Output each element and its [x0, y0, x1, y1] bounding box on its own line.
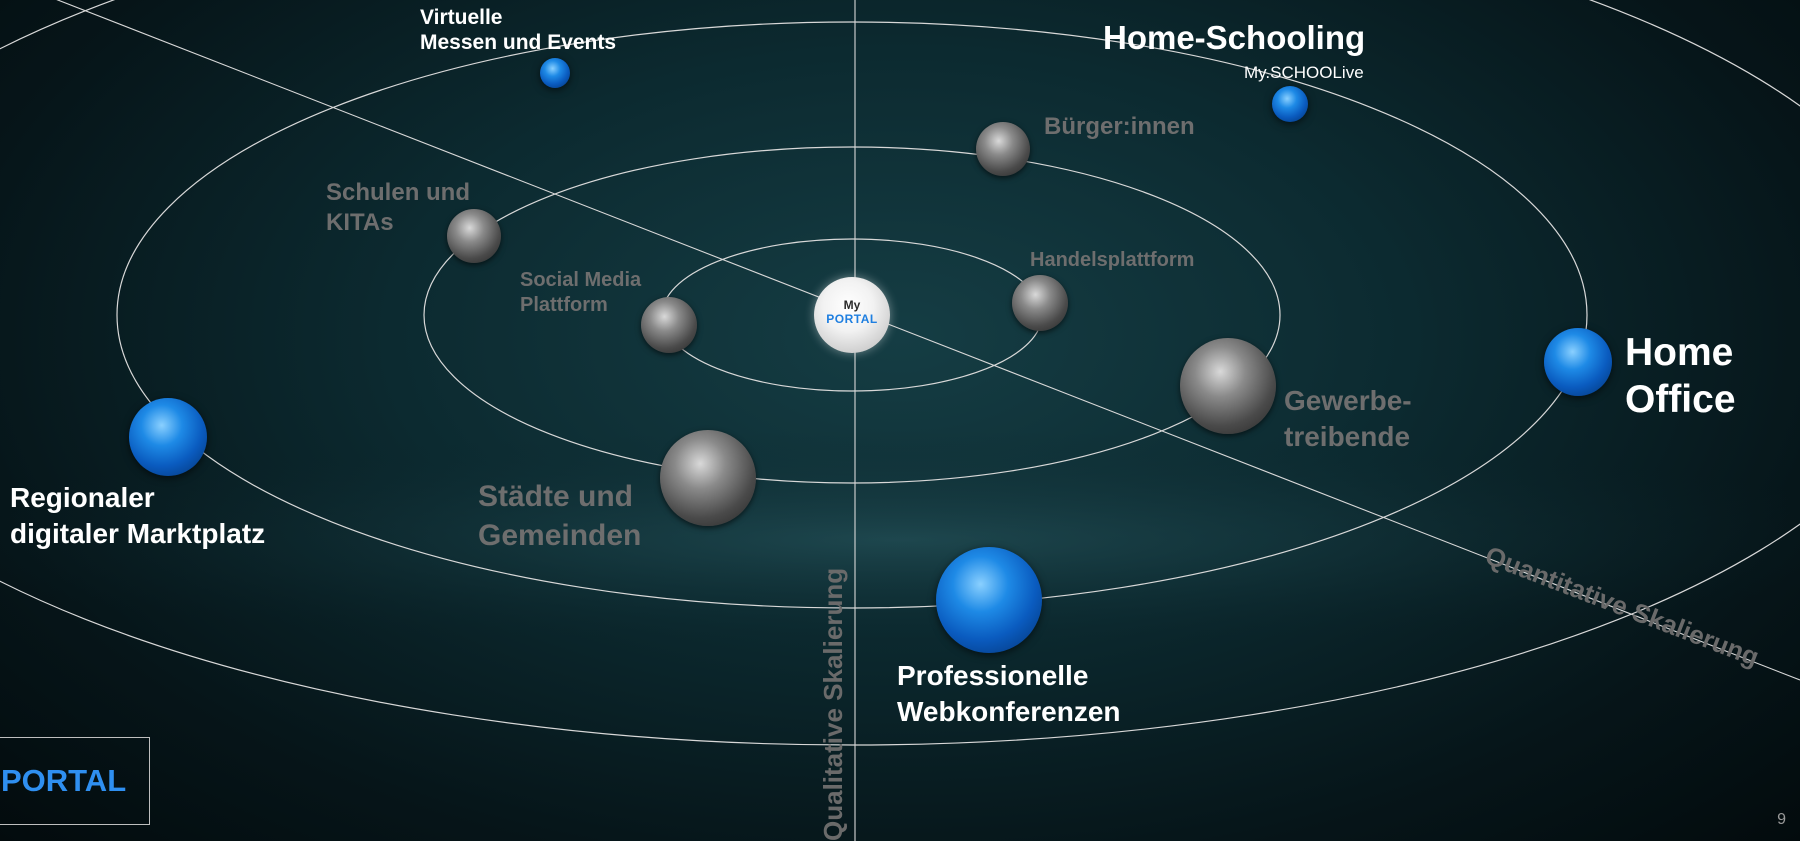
label-staedte-line2: Gemeinden: [478, 519, 642, 552]
ball-gewerbe[interactable]: [1180, 338, 1276, 434]
label-gewerbe: Gewerbe- treibende: [1284, 383, 1412, 456]
label-virtuelle-line2: Messen und Events: [420, 31, 617, 55]
center-logo-my: My: [843, 298, 861, 312]
center-logo-portal: PORTAL: [826, 312, 878, 326]
label-buerger: Bürger:innen: [1044, 113, 1195, 140]
label-home-office-line2: Office: [1625, 377, 1736, 421]
axis-label-qualitative: Qualitative Skalierung: [818, 567, 848, 841]
label-gewerbe-line2: treibende: [1284, 421, 1411, 453]
ball-schulen[interactable]: [447, 209, 501, 263]
label-social-media: Social Media Plattform: [520, 268, 641, 318]
label-social-media-line1: Social Media: [520, 269, 642, 291]
label-virtuelle-line1: Virtuelle: [420, 6, 503, 29]
ball-staedte[interactable]: [660, 430, 756, 526]
label-webkonferenzen-line1: Professionelle: [897, 660, 1089, 691]
label-home-office: Home Office: [1625, 330, 1736, 424]
label-webkonferenzen: Professionelle Webkonferenzen: [897, 658, 1121, 731]
label-marktplatz: Regionaler digitaler Marktplatz: [10, 480, 265, 553]
label-virtuelle-messen: Virtuelle Messen und Events: [420, 5, 616, 55]
label-gewerbe-line1: Gewerbe-: [1284, 385, 1412, 416]
label-webkonferenzen-line2: Webkonferenzen: [897, 696, 1121, 728]
label-schulen-line2: KITAs: [326, 209, 394, 236]
label-home-office-line1: Home: [1625, 331, 1734, 374]
label-schulen-line1: Schulen und: [326, 179, 470, 206]
ring-outer: [116, 21, 1588, 609]
label-staedte-line1: Städte und: [478, 480, 633, 513]
label-marktplatz-line2: digitaler Marktplatz: [10, 518, 266, 550]
ball-marktplatz[interactable]: [129, 398, 207, 476]
ball-handelsplattform[interactable]: [1012, 275, 1068, 331]
brand-logo-text: PORTAL: [1, 763, 127, 798]
diagonal-axis-line: [56, 0, 1800, 681]
ball-webkonferenzen[interactable]: [936, 547, 1042, 653]
label-social-media-line2: Plattform: [520, 294, 608, 316]
page-number: 9: [1777, 811, 1786, 828]
label-home-schooling: Home-Schooling: [1103, 19, 1366, 56]
ball-social-media[interactable]: [641, 297, 697, 353]
center-portal-logo[interactable]: My PORTAL: [814, 277, 890, 353]
axis-lines: [56, 0, 1800, 841]
ball-home-schooling[interactable]: [1272, 86, 1308, 122]
ball-buerger[interactable]: [976, 122, 1030, 176]
ball-virtuelle-messen[interactable]: [540, 58, 570, 88]
label-staedte: Städte und Gemeinden: [478, 477, 641, 555]
ring-outermost: [0, 0, 1800, 746]
brand-logo-box[interactable]: PORTAL: [0, 737, 150, 825]
particle-wave: [0, 430, 1800, 650]
label-handelsplattform: Handelsplattform: [1030, 249, 1195, 271]
label-home-schooling-sub: My.SCHOOLive: [1244, 63, 1364, 82]
ring-middle: [423, 146, 1281, 484]
label-schulen: Schulen und KITAs: [326, 178, 470, 238]
label-marktplatz-line1: Regionaler: [10, 482, 155, 513]
ball-home-office[interactable]: [1544, 328, 1612, 396]
